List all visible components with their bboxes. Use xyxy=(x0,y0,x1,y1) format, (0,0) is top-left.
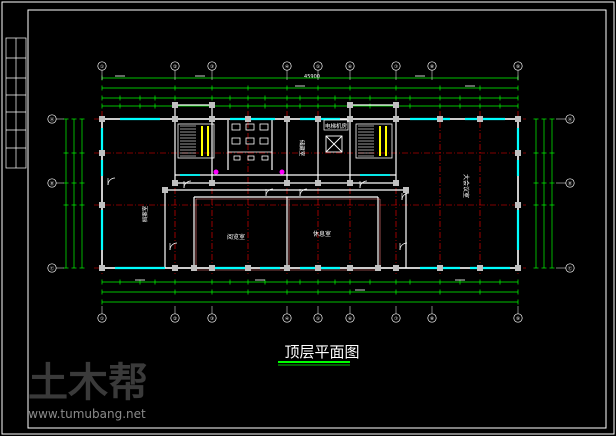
column xyxy=(172,116,178,122)
column xyxy=(209,102,215,108)
watermark-logo: 土木帮 xyxy=(28,360,148,406)
axis-bubble-label: ⑦ xyxy=(394,64,398,70)
axis-bubble-label: ① xyxy=(100,316,104,322)
room-label-lounge: 休息室 xyxy=(313,230,331,238)
door-swing xyxy=(169,242,178,251)
column xyxy=(347,180,353,186)
axis-bubble-label: ② xyxy=(173,64,177,70)
axis-bubbles: ① ① ② ② ③ ③ ④ ④ ⑤ ⑤ ⑥ ⑥ ⑦ ⑦ ⑧ ⑧ ⑨ ⑨ Ⓐ Ⓐ Ⓑ Ⓑ Ⓒ Ⓒ xyxy=(47,61,575,323)
column xyxy=(284,180,290,186)
column xyxy=(99,265,105,271)
column xyxy=(99,116,105,122)
axis-bubble-label: Ⓒ xyxy=(50,265,55,272)
axis-bubble-label: ④ xyxy=(285,316,289,322)
axis-bubble-label: ⑨ xyxy=(516,64,520,70)
overall-dimension: 45900 xyxy=(304,74,320,80)
fixture-marker xyxy=(213,169,219,175)
column xyxy=(477,116,483,122)
door-swing xyxy=(107,177,116,186)
column xyxy=(393,180,399,186)
title-block xyxy=(5,37,27,169)
column xyxy=(315,180,321,186)
room-label-archive: 档案室 xyxy=(141,205,149,222)
column xyxy=(315,265,321,271)
column xyxy=(284,265,290,271)
column xyxy=(245,116,251,122)
column xyxy=(162,187,168,193)
stairs xyxy=(177,123,393,159)
column xyxy=(347,116,353,122)
column xyxy=(347,265,353,271)
door-swing xyxy=(183,180,192,189)
room-label-meeting: 大会议室 xyxy=(462,174,470,198)
grid-lines xyxy=(94,111,526,276)
elevator-shaft xyxy=(325,135,343,153)
columns xyxy=(99,102,521,271)
axis-bubble-label: ③ xyxy=(210,64,214,70)
column xyxy=(209,265,215,271)
axis-bubble-label: Ⓑ xyxy=(50,180,55,187)
axis-bubble-label: ④ xyxy=(285,64,289,70)
axis-bubble-label: ⑤ xyxy=(316,64,320,70)
machine-room-box xyxy=(323,119,349,131)
door-swing xyxy=(359,180,368,189)
axis-bubble-label: ⑥ xyxy=(348,64,352,70)
column xyxy=(172,265,178,271)
column xyxy=(172,102,178,108)
column xyxy=(245,265,251,271)
room-label-machine: 电梯机房 xyxy=(325,122,348,130)
watermark-url: www.tumubang.net xyxy=(28,407,146,421)
fixture-marker xyxy=(279,169,285,175)
axis-bubble-label: ⑧ xyxy=(430,316,434,322)
stair-enclosure xyxy=(177,123,215,159)
axis-bubble-label: Ⓒ xyxy=(568,265,573,272)
axis-bubble-label: Ⓐ xyxy=(50,116,55,123)
column xyxy=(515,116,521,122)
column xyxy=(515,150,521,156)
axis-bubble-label: ⑨ xyxy=(516,316,520,322)
column xyxy=(393,102,399,108)
column xyxy=(315,116,321,122)
column xyxy=(437,265,443,271)
column xyxy=(375,265,381,271)
column xyxy=(393,265,399,271)
room-label-storage: 储藏室 xyxy=(298,140,306,157)
column xyxy=(209,116,215,122)
drawing-frame xyxy=(27,9,607,429)
drawing-title: 顶层平面图 xyxy=(284,343,359,361)
column xyxy=(191,265,197,271)
axis-bubble-label: ③ xyxy=(210,316,214,322)
axis-bubble-label: ① xyxy=(100,64,104,70)
axis-bubble-label: ⑥ xyxy=(348,316,352,322)
column xyxy=(347,102,353,108)
axis-bubble-label: ⑧ xyxy=(430,64,434,70)
column xyxy=(99,150,105,156)
toilet-fixtures xyxy=(228,123,272,161)
column xyxy=(515,265,521,271)
stair-enclosure xyxy=(355,123,393,159)
axis-bubble-label: Ⓑ xyxy=(568,180,573,187)
column xyxy=(393,116,399,122)
column xyxy=(515,202,521,208)
dimension-lines xyxy=(63,75,555,305)
axis-bubble-label: Ⓐ xyxy=(568,116,573,123)
column xyxy=(477,265,483,271)
column xyxy=(284,116,290,122)
axis-bubble-label: ⑤ xyxy=(316,316,320,322)
axis-bubble-label: ⑦ xyxy=(394,316,398,322)
axis-bubble-label: ② xyxy=(173,316,177,322)
room-label-reading: 阅览室 xyxy=(227,233,245,241)
column xyxy=(209,180,215,186)
column xyxy=(99,202,105,208)
column xyxy=(172,180,178,186)
column xyxy=(403,187,409,193)
column xyxy=(437,116,443,122)
